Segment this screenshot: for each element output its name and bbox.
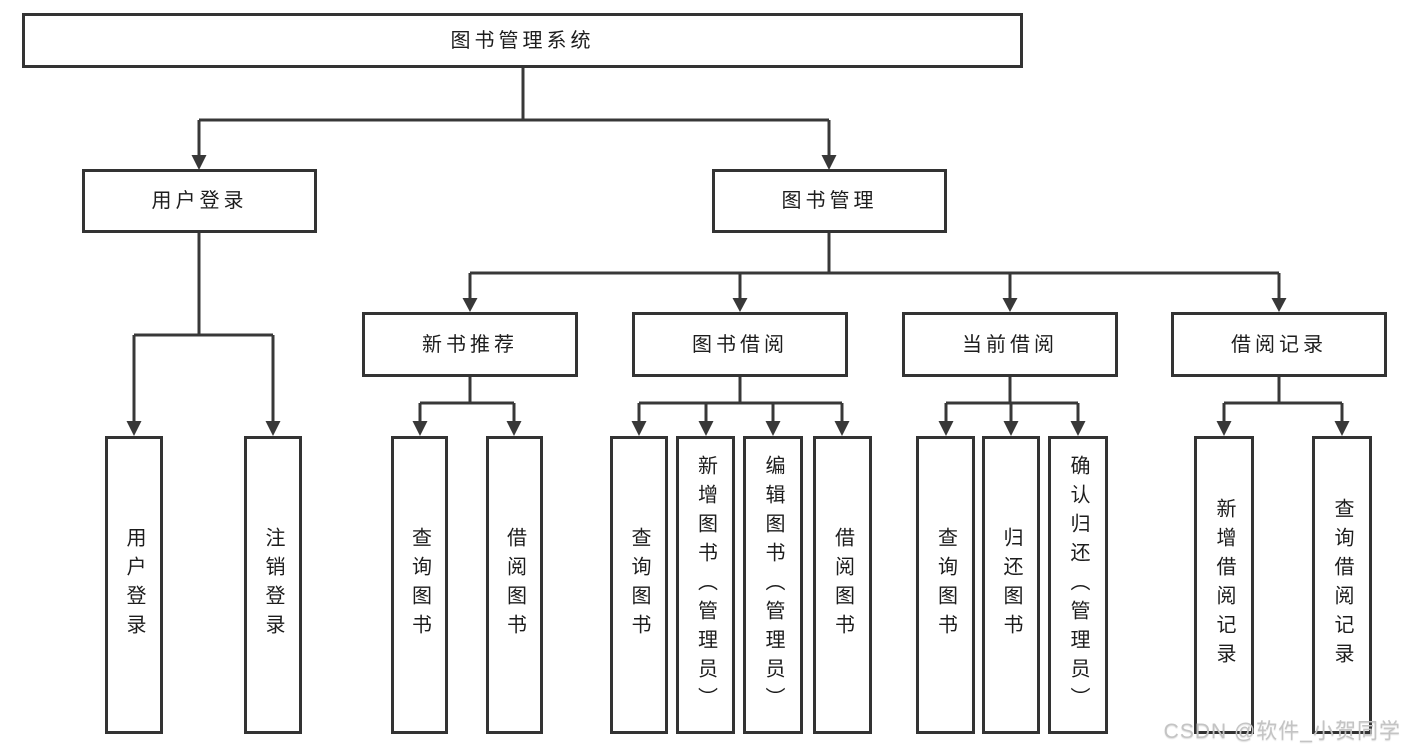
leaf-borrow-books-borrowing: 借阅图书: [813, 436, 872, 734]
leaf-edit-book-admin: 编辑图书（管理员）: [743, 436, 803, 734]
leaf-return-books: 归还图书: [982, 436, 1040, 734]
leaf-confirm-return-admin: 确认归还（管理员）: [1048, 436, 1108, 734]
node-current-borrowing: 当前借阅: [902, 312, 1118, 377]
leaf-query-borrow-record: 查询借阅记录: [1312, 436, 1372, 734]
node-new-book-recommendation: 新书推荐: [362, 312, 578, 377]
leaf-borrow-books-recommend: 借阅图书: [486, 436, 543, 734]
node-borrowing-records: 借阅记录: [1171, 312, 1387, 377]
leaf-query-books-borrowing: 查询图书: [610, 436, 668, 734]
leaf-user-login: 用户登录: [105, 436, 163, 734]
leaf-logout: 注销登录: [244, 436, 302, 734]
leaf-add-borrow-record: 新增借阅记录: [1194, 436, 1254, 734]
node-book-management: 图书管理: [712, 169, 947, 233]
node-root: 图书管理系统: [22, 13, 1023, 68]
leaf-query-books-current: 查询图书: [916, 436, 975, 734]
leaf-query-books-recommend: 查询图书: [391, 436, 448, 734]
node-book-borrowing: 图书借阅: [632, 312, 848, 377]
leaf-add-book-admin: 新增图书（管理员）: [676, 436, 735, 734]
node-user-login: 用户登录: [82, 169, 317, 233]
